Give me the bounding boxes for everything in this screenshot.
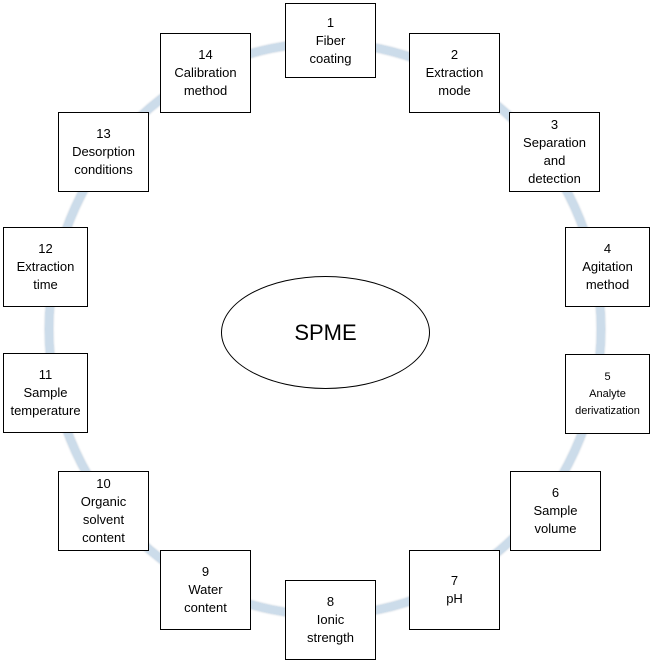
step-number: 4 <box>603 241 612 256</box>
step-label-line: derivatization <box>575 404 640 417</box>
step-label-line: content <box>82 530 125 545</box>
step-label-line: Water <box>188 582 223 597</box>
step-number: 11 <box>38 367 53 382</box>
step-number: 9 <box>201 564 210 579</box>
step-label-line: method <box>183 83 228 98</box>
step-label-line: Calibration <box>174 65 237 80</box>
step-label-line: pH <box>446 591 463 606</box>
step-label-line: temperature <box>10 403 81 418</box>
step-label-line: and <box>543 153 566 168</box>
step-box-7: 7 pH <box>409 550 500 630</box>
step-label-line: volume <box>534 521 577 536</box>
center-label: SPME <box>294 319 357 345</box>
step-label-line: mode <box>438 83 471 98</box>
step-label-line: Agitation <box>582 259 633 274</box>
step-number: 3 <box>550 117 559 132</box>
step-label-line: Extraction <box>425 65 484 80</box>
step-label-line: conditions <box>74 162 133 177</box>
step-label-line: Fiber <box>315 32 346 48</box>
step-label-line: coating <box>309 50 352 66</box>
step-label-line: Analyte <box>589 387 626 400</box>
step-label-line: solvent <box>82 512 125 527</box>
step-label-line: Extraction <box>16 259 75 274</box>
step-number: 13 <box>96 126 111 141</box>
step-label-line: content <box>184 600 227 615</box>
step-number: 12 <box>38 241 53 256</box>
step-number: 8 <box>326 594 335 609</box>
step-number: 10 <box>96 476 111 491</box>
step-label-line: Organic <box>80 494 127 509</box>
step-number: 14 <box>198 47 213 62</box>
step-label-line: detection <box>528 171 581 186</box>
step-label-line: Sample <box>533 503 578 518</box>
step-label-line: Sample <box>23 385 68 400</box>
step-label-line: Separation <box>523 135 586 150</box>
step-label-line: strength <box>307 630 354 645</box>
step-number: 6 <box>551 485 560 500</box>
step-number: 5 <box>604 370 611 383</box>
center-ellipse: SPME <box>221 276 430 389</box>
step-label-line: method <box>585 277 630 292</box>
step-label-line: time <box>33 277 58 292</box>
step-number: 1 <box>326 14 335 30</box>
step-number: 2 <box>450 47 459 62</box>
step-number: 7 <box>450 573 459 588</box>
step-label-line: Desorption <box>72 144 135 159</box>
step-label-line: Ionic <box>316 612 345 627</box>
